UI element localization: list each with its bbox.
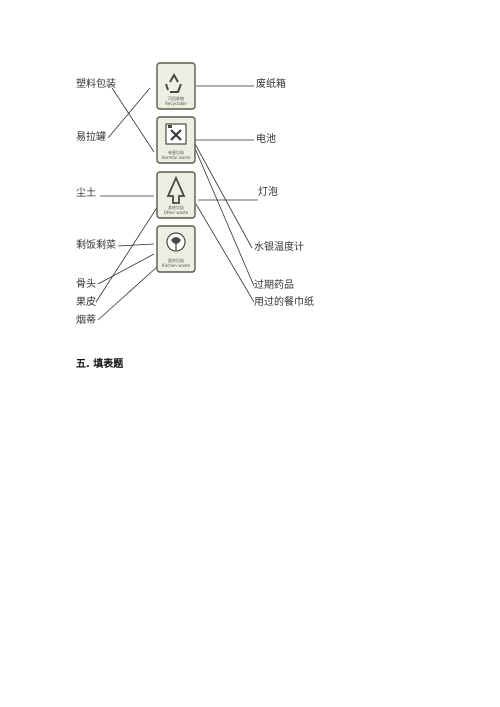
left-item-leftovers: 剩饭剩菜 <box>76 240 116 251</box>
match-line-thermometer <box>193 141 253 249</box>
left-item-dust: 尘土 <box>76 188 96 199</box>
bin-caption-harmful: 有害垃圾 <box>168 149 184 155</box>
right-item-napkin: 用过的餐巾纸 <box>254 297 314 308</box>
bin-caption-recyclable: 可回收物 <box>168 95 184 101</box>
recycle-icon <box>165 72 182 93</box>
bin-caption-en-harmful: Harmful waste <box>161 155 191 160</box>
right-item-bulb: 灯泡 <box>258 187 278 198</box>
left-item-bone: 骨头 <box>76 279 96 290</box>
match-line-leftovers <box>117 243 155 247</box>
match-line-peel <box>95 205 159 303</box>
right-item-medicine: 过期药品 <box>254 280 294 291</box>
left-item-peel: 果皮 <box>76 297 96 308</box>
bin-caption-kitchen: 厨余垃圾 <box>168 257 184 263</box>
bin-caption-other: 其他垃圾 <box>168 204 184 210</box>
match-line-bone <box>97 253 155 285</box>
bin-caption-en-recyclable: Recyclable <box>165 101 187 106</box>
left-item-can: 易拉罐 <box>76 132 106 143</box>
left-item-cigarette: 烟蒂 <box>76 315 96 326</box>
match-line-napkin <box>195 203 255 303</box>
match-line-cigarette <box>97 265 159 321</box>
bin-sign-harmful: 有害垃圾 Harmful waste <box>156 116 196 164</box>
left-item-plastic: 塑料包装 <box>76 79 116 90</box>
bin-caption-en-other: Other waste <box>164 210 189 215</box>
match-line-can <box>107 87 151 139</box>
kitchen-waste-icon <box>166 232 186 252</box>
bin-sign-kitchen: 厨余垃圾 Kitchen waste <box>156 225 196 273</box>
bin-sign-other: 其他垃圾 Other waste <box>156 171 196 219</box>
match-line-medicine <box>193 145 255 287</box>
right-item-battery: 电池 <box>256 134 276 145</box>
match-line-plastic <box>111 87 155 153</box>
other-waste-icon <box>166 175 186 204</box>
bin-caption-en-kitchen: Kitchen waste <box>162 263 191 268</box>
right-item-cardboard: 废纸箱 <box>256 79 286 90</box>
bin-sign-recyclable: 可回收物 Recyclable <box>156 62 196 110</box>
section-heading: 五. 填表题 <box>76 359 124 370</box>
right-item-thermometer: 水银温度计 <box>254 242 304 253</box>
hazardous-icon <box>165 123 187 145</box>
